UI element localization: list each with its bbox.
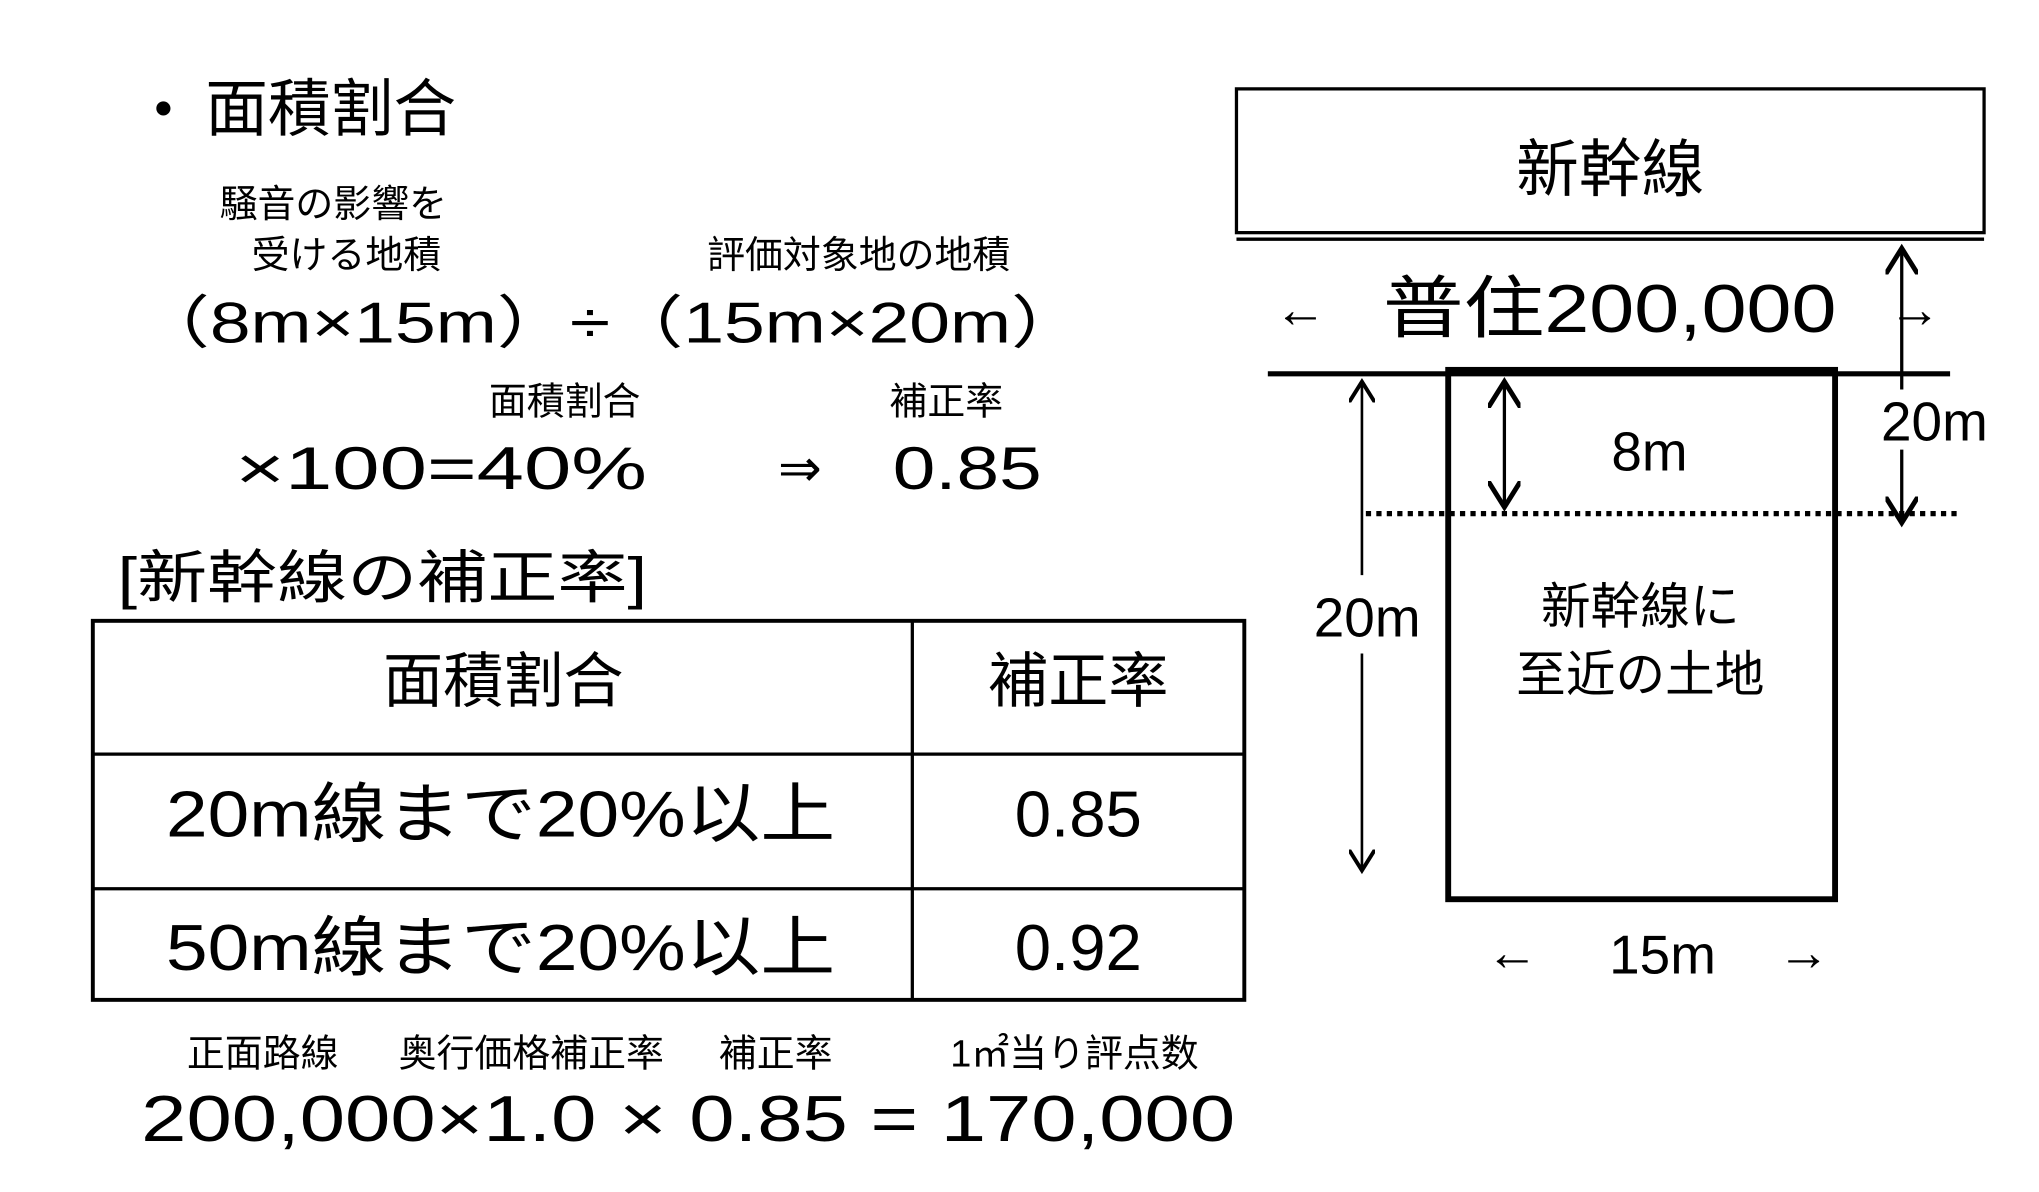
lot-width-label: 15m xyxy=(1609,924,1716,986)
lot-label-line2: 至近の土地 xyxy=(1516,646,1764,702)
road-arrow-left-icon: ← xyxy=(1274,281,1326,339)
table-cell-rate: 0.92 xyxy=(1015,911,1142,984)
correction-table: 面積割合 補正率 20m線まで20%以上 0.85 50m線まで20%以上 0.… xyxy=(90,618,1247,1002)
label-target-area: 評価対象地の地積 xyxy=(707,235,1010,277)
label-frontage-road: 正面路線 xyxy=(187,1034,339,1076)
road-arrow-right-icon: → xyxy=(1889,281,1941,339)
label-score-per-sqm: 1㎡当り評点数 xyxy=(950,1034,1198,1076)
table-header-area-ratio: 面積割合 xyxy=(383,648,623,715)
label-correction: 補正率 xyxy=(719,1034,833,1076)
correction-rate-value: 0.85 xyxy=(893,435,1042,502)
area-ratio-result: ×100=40% xyxy=(235,435,647,502)
affected-depth-label: 8m xyxy=(1611,421,1687,483)
table-header-correction: 補正率 xyxy=(988,648,1168,715)
lot-depth-label: 20m xyxy=(1314,587,1421,649)
table-cell-rate: 0.85 xyxy=(1015,777,1142,850)
label-area-ratio: 面積割合 xyxy=(489,381,641,423)
implies-arrow-icon: ⇒ xyxy=(778,440,822,498)
table-cell-condition: 50m線まで20%以上 xyxy=(166,911,835,984)
railway-box xyxy=(1234,87,1986,235)
label-noise-area-1: 騒音の影響を xyxy=(220,184,447,226)
width-arrow-left-icon: ← xyxy=(1486,924,1538,982)
score-calculation: 200,000×1.0 × 0.85 = 170,000 xyxy=(141,1082,1235,1155)
lot-label-line1: 新幹線に xyxy=(1541,578,1740,634)
lot-outline xyxy=(1445,366,1839,903)
distance-label: 20m xyxy=(1881,390,1988,452)
railway-label: 新幹線 xyxy=(1516,135,1704,205)
table-title: [新幹線の補正率] xyxy=(118,546,647,610)
label-noise-area-2: 受ける地積 xyxy=(252,235,441,277)
site-diagram: 新幹線 ← 普住200,000 → 20m 8m 20m 新幹線に 至近の土地 … xyxy=(1234,87,1988,986)
label-depth-correction: 奥行価格補正率 xyxy=(399,1034,664,1076)
road-price-label: 普住200,000 xyxy=(1383,271,1837,347)
area-ratio-expression: （8m×15m）÷（15m×20m） xyxy=(137,291,1085,355)
table-cell-condition: 20m線まで20%以上 xyxy=(166,777,835,850)
label-correction-rate: 補正率 xyxy=(889,381,1003,423)
width-arrow-right-icon: → xyxy=(1778,924,1830,982)
heading-bullet: • xyxy=(154,79,172,137)
heading-title: 面積割合 xyxy=(205,75,456,145)
